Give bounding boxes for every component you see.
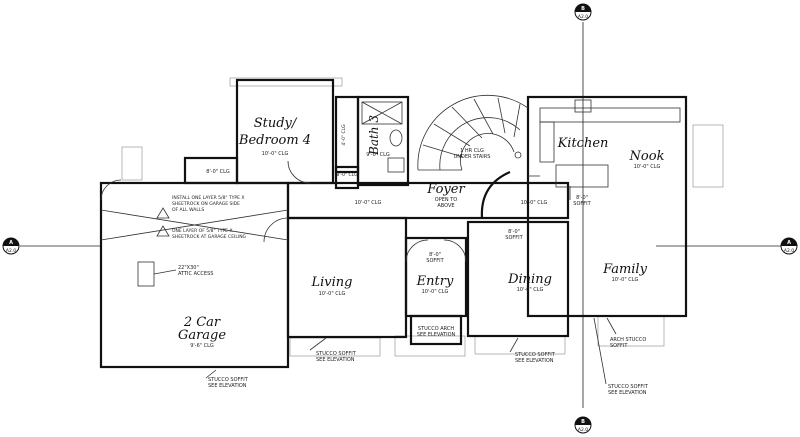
study-door	[287, 160, 311, 184]
arch-note-1: STUCCO ARCH	[418, 326, 455, 332]
garage-note2-line2: SHEETROCK AT GARAGE CEILING	[172, 234, 247, 240]
bath-label: Bath 3	[367, 115, 381, 156]
study-walls	[235, 78, 335, 185]
garage-note1-line2: SHEETROCK ON GARAGE SIDE	[172, 201, 240, 207]
garage-note2-line1: ONE LAYER OF 5/8" TYPE X	[172, 228, 233, 234]
nook-clg: 10'-0" CLG	[634, 164, 661, 170]
arch-note-2: SEE ELEVATION	[417, 332, 456, 338]
soffit-left-1: STUCCO SOFFIT	[316, 351, 357, 357]
section-marker-bottom-sheet: A2.0	[578, 427, 588, 433]
soffit-dining-1: 8'-0"	[508, 229, 520, 235]
dining-clg: 10'-0" CLG	[517, 287, 544, 293]
entry-clg: 10'-0" CLG	[422, 289, 449, 295]
attic-access	[137, 261, 155, 287]
hall-clg: 10'-0" CLG	[355, 200, 382, 206]
living-clg: 10'-0" CLG	[319, 291, 346, 297]
soffit-right-bottom-2: SEE ELEVATION	[608, 390, 647, 396]
foyer-curved-wall	[480, 170, 511, 219]
section-marker-top-sheet: A2.0	[578, 14, 588, 20]
garage-note1-line3: OF ALL WALLS	[172, 207, 204, 213]
bath-walls	[356, 95, 410, 187]
right-bay-outline	[692, 124, 724, 188]
note-triangle-1	[156, 207, 170, 219]
section-marker-right-letter: A	[787, 240, 791, 246]
kitchen-counter-top	[539, 107, 681, 123]
bath-clg: 9'-0" CLG	[366, 152, 390, 158]
note-triangle-2	[156, 225, 170, 237]
study-header	[229, 77, 343, 87]
family-label: Family	[602, 262, 648, 277]
soffit-garage-1: STUCCO SOFFIT	[208, 377, 249, 383]
stairs-note1: 1 HR CLG	[460, 148, 484, 154]
small-closet-clg: 8'-0" CLG	[206, 169, 230, 175]
section-marker-right-sheet: A2.0	[784, 248, 794, 254]
garage-label-line2: Garage	[178, 328, 226, 343]
garage-side-door	[100, 179, 122, 201]
garage-note1-line1: INSTALL ONE LAYER 5/8" TYPE X	[172, 195, 244, 201]
kitchen-sink	[574, 99, 592, 113]
kitchen-counter-side	[539, 121, 555, 163]
living-label: Living	[311, 275, 353, 290]
section-marker-left-letter: A	[9, 240, 13, 246]
small-closet-walls	[183, 156, 239, 185]
kitchen-label: Kitchen	[557, 136, 609, 151]
closet-a-walls	[334, 95, 360, 174]
foyer-note2: ABOVE	[437, 203, 454, 209]
foyer-note1: OPEN TO	[435, 197, 457, 203]
section-marker-top: B A2.0	[574, 3, 592, 21]
closet-a-clg: 4'-0" CLG	[341, 124, 347, 146]
bath-tub	[361, 101, 403, 125]
spiral-staircase	[417, 94, 529, 171]
arch-stucco-1: ARCH STUCCO	[610, 337, 646, 343]
bath-sink	[387, 157, 405, 173]
soffit-dining-2: SOFFIT	[505, 235, 523, 241]
soffit-mid-2: SEE ELEVATION	[515, 358, 554, 364]
entry-door-right	[443, 239, 467, 263]
section-marker-left: A A2.0	[2, 237, 20, 255]
kitchen-family-walls	[526, 95, 688, 318]
soffit-right-2: SOFFIT	[573, 201, 591, 207]
stucco-arch-box	[409, 314, 463, 346]
bath-toilet	[389, 129, 403, 147]
soffit-garage-2: SEE ELEVATION	[208, 383, 247, 389]
entry-door-left	[405, 239, 429, 263]
stairs-note2: UNDER STAIRS	[454, 154, 491, 160]
study-clg: 10'-0" CLG	[262, 151, 289, 157]
garage-label-line1: 2 Car	[183, 315, 221, 330]
soffit-entry-1: 8'-0"	[429, 252, 441, 258]
hall-right-clg: 10'-0" CLG	[521, 200, 548, 206]
family-clg: 10'-0" CLG	[612, 277, 639, 283]
attic-note1: 22"X30"	[178, 265, 199, 271]
section-marker-bottom: B A2.0	[574, 416, 592, 434]
section-marker-left-sheet: A2.0	[6, 248, 16, 254]
kitchen-island	[555, 164, 609, 188]
study-label-line1: Study/	[254, 116, 298, 131]
attic-note2: ATTIC ACCESS	[178, 271, 213, 277]
soffit-right-1: 8'-0"	[576, 195, 588, 201]
dining-label: Dining	[507, 272, 552, 287]
foyer-label: Foyer	[426, 182, 465, 197]
section-marker-bottom-letter: B	[581, 419, 585, 425]
section-marker-top-letter: B	[581, 6, 585, 12]
arch-stucco-2: SOFFIT	[610, 343, 628, 349]
soffit-entry-2: SOFFIT	[426, 258, 444, 264]
closet-b-clg: 8'-0" CLG	[336, 172, 358, 178]
nook-label: Nook	[629, 149, 665, 164]
garage-door-swing	[263, 217, 289, 243]
garage-clg: 9'-6" CLG	[190, 343, 214, 349]
hall-walls	[286, 181, 570, 220]
left-planter	[121, 146, 143, 181]
section-marker-right: A A2.0	[780, 237, 798, 255]
front-porch-center	[394, 335, 466, 357]
study-label-line2: Bedroom 4	[238, 133, 311, 148]
soffit-mid-1: STUCCO SOFFIT	[515, 352, 556, 358]
soffit-left-2: SEE ELEVATION	[316, 357, 355, 363]
entry-label: Entry	[416, 274, 454, 289]
dining-walls	[466, 220, 570, 338]
soffit-right-bottom-1: STUCCO SOFFIT	[608, 384, 649, 390]
